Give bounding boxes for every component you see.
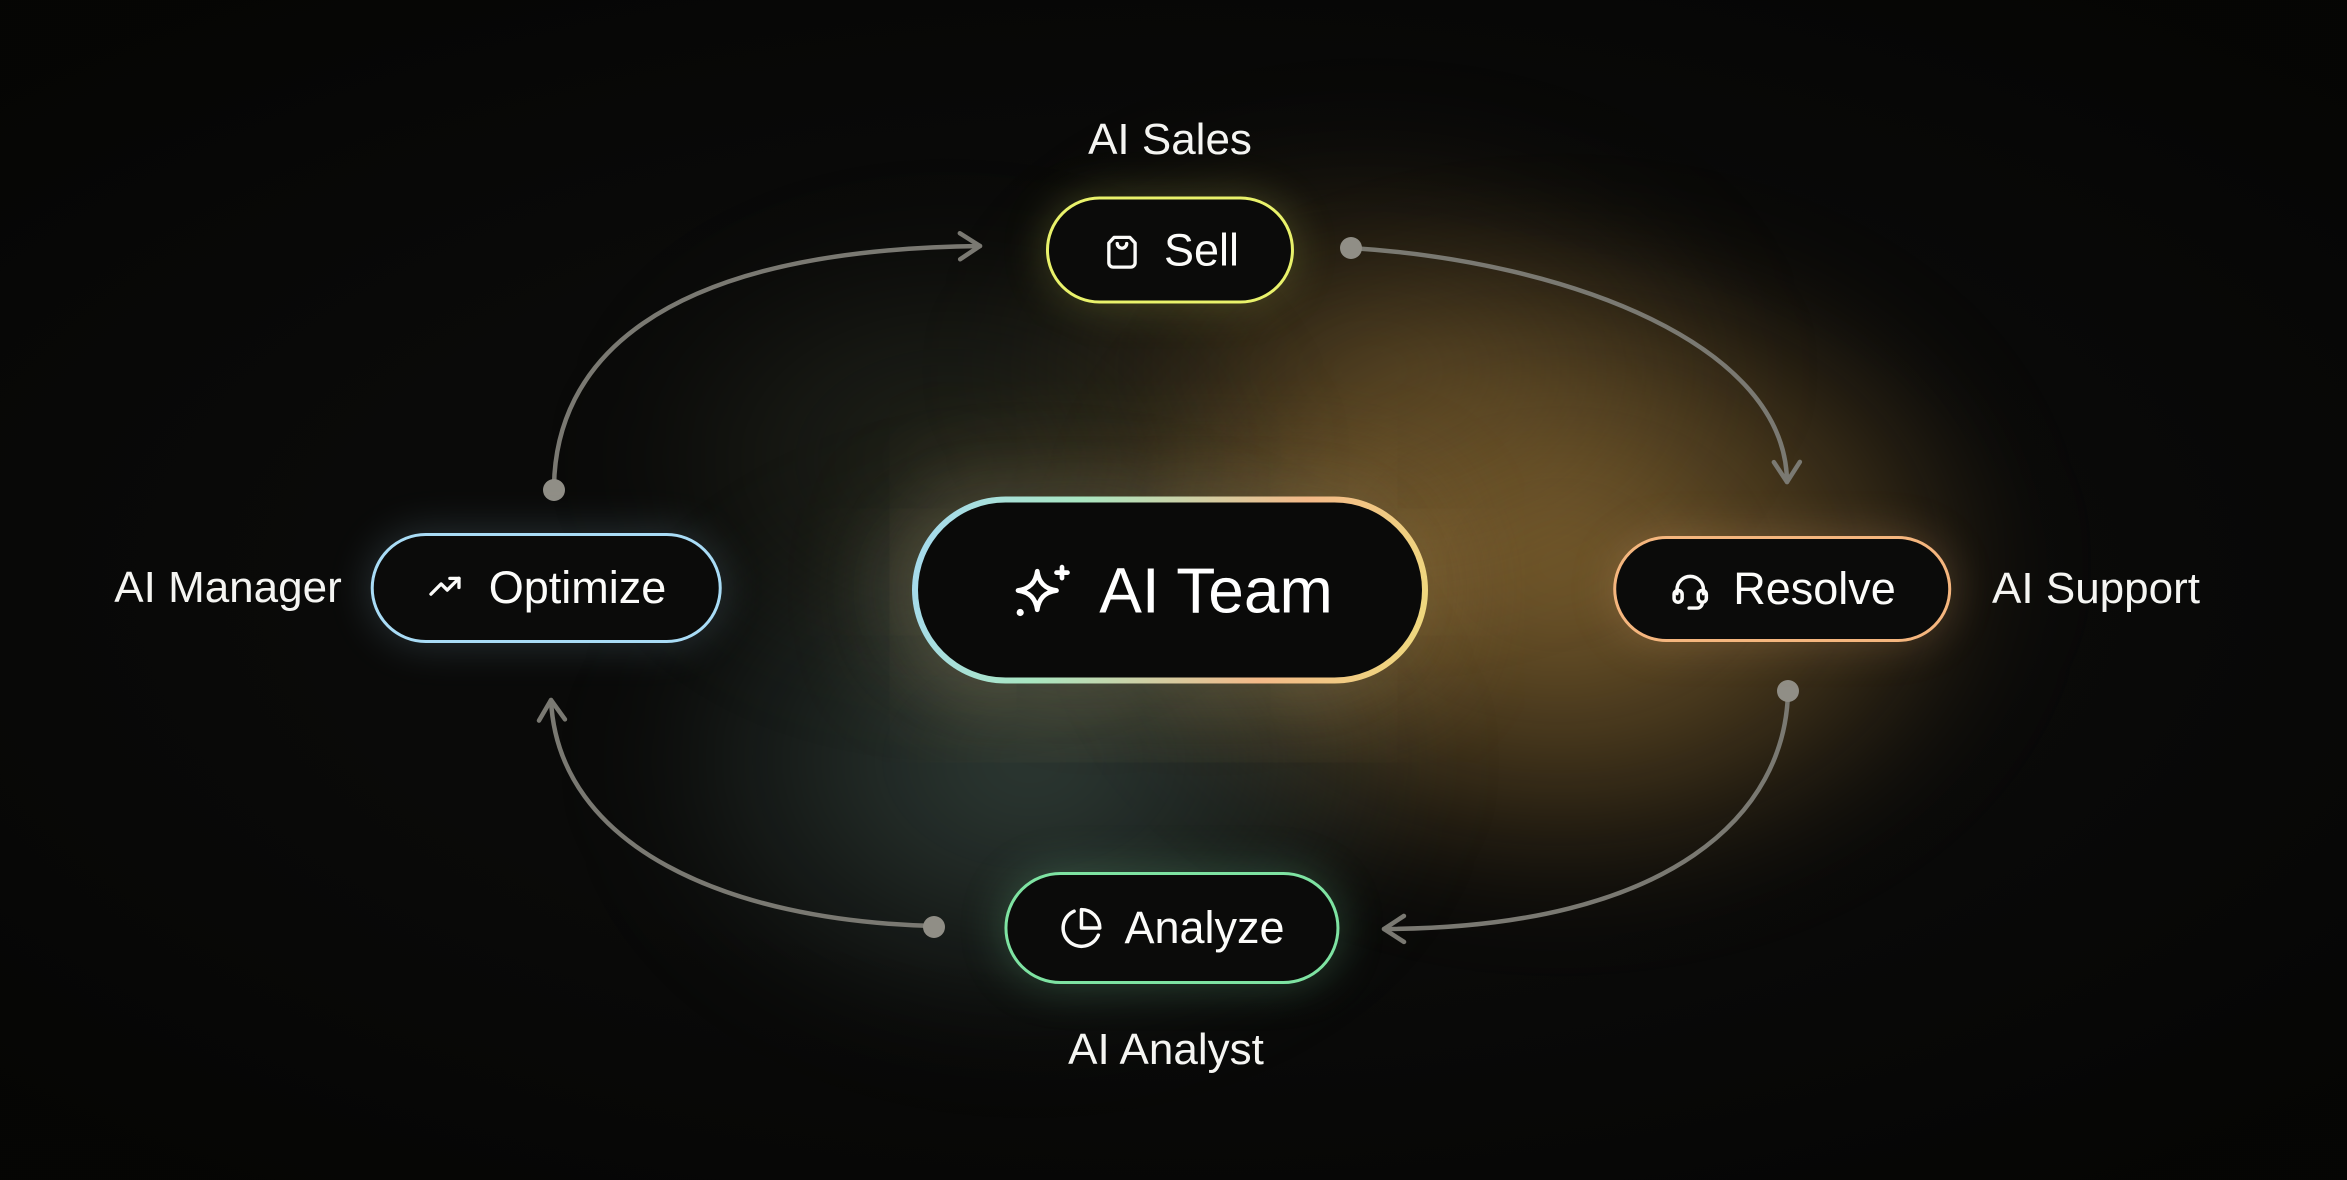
ai-team-badge: AI Team (912, 496, 1428, 684)
node-label-analyze: Analyze (1124, 902, 1285, 953)
ai-team-badge-inner: AI Team (918, 502, 1422, 678)
sparkles-icon (1015, 564, 1071, 616)
role-label-ai-support: AI Support (1992, 564, 2200, 613)
role-label-ai-sales: AI Sales (1088, 115, 1252, 164)
connector-dot-resolve (1777, 680, 1799, 702)
role-label-ai-analyst: AI Analyst (1068, 1025, 1264, 1074)
pie-chart-icon (1061, 907, 1102, 949)
shopping-bag-icon (1107, 235, 1137, 269)
role-label-ai-manager: AI Manager (114, 563, 342, 612)
node-pill-analyze: Analyze (1004, 872, 1340, 984)
arc-analyze-to-optimize (536, 697, 937, 929)
arc-optimize-to-sell (551, 230, 983, 489)
connector-dot-optimize (543, 479, 565, 501)
node-label-resolve: Resolve (1733, 563, 1896, 614)
headset-icon (1672, 574, 1709, 610)
trending-up-icon (429, 576, 461, 596)
ai-team-label: AI Team (1099, 554, 1333, 626)
node-pill-resolve: Resolve (1613, 536, 1951, 642)
connector-dot-sell (1340, 237, 1362, 259)
node-pill-sell: Sell (1045, 196, 1295, 304)
node-label-optimize: Optimize (488, 562, 667, 613)
connector-dot-analyze (923, 916, 945, 938)
arc-resolve-to-analyze (1381, 688, 1791, 945)
arc-sell-to-resolve (1348, 245, 1803, 485)
node-label-sell: Sell (1163, 224, 1240, 275)
node-pill-optimize: Optimize (370, 533, 722, 643)
